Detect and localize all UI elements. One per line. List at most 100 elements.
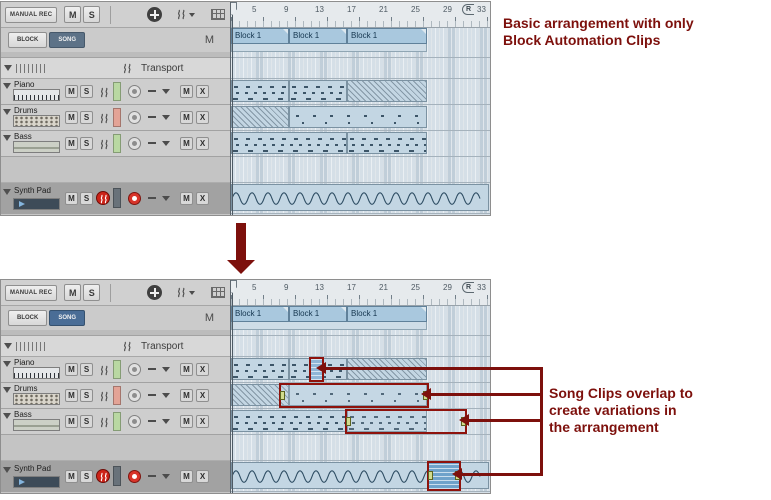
automation-clip[interactable] — [347, 80, 427, 102]
lane-mute-button[interactable]: M — [180, 85, 193, 98]
collapse-arrow-icon[interactable] — [3, 189, 11, 195]
drums-lane[interactable] — [231, 105, 490, 131]
master-solo-button[interactable]: S — [83, 284, 101, 301]
collapse-arrow-icon[interactable] — [3, 135, 11, 141]
record-arm-button[interactable] — [128, 192, 141, 205]
song-clip-drums[interactable] — [279, 383, 429, 408]
automation-clip[interactable] — [231, 410, 347, 432]
block-clip[interactable]: Block 1 — [347, 28, 427, 44]
track-row-piano[interactable]: Piano M S M X — [1, 357, 230, 383]
track-solo-button[interactable]: S — [80, 363, 93, 376]
lane-mute-button[interactable]: M — [180, 389, 193, 402]
master-solo-button[interactable]: S — [83, 6, 101, 23]
automation-tool-icon[interactable] — [176, 287, 196, 299]
track-mute-button[interactable]: M — [65, 389, 78, 402]
lane-delete-button[interactable]: X — [196, 389, 209, 402]
add-track-icon[interactable] — [147, 7, 163, 22]
clip-resize-handle[interactable] — [346, 416, 351, 426]
track-row-synth-pad[interactable]: Synth Pad M S M X — [1, 461, 230, 492]
lane-delete-button[interactable]: X — [196, 415, 209, 428]
collapse-arrow-icon[interactable] — [3, 467, 11, 473]
automation-clip[interactable] — [347, 132, 427, 154]
track-solo-button[interactable]: S — [80, 111, 93, 124]
automation-clip[interactable] — [289, 106, 427, 128]
manual-rec-button[interactable]: MANUAL REC — [5, 6, 58, 23]
record-arm-button[interactable] — [128, 85, 141, 98]
record-arm-button[interactable] — [128, 389, 141, 402]
blocks-lane[interactable]: Block 1 Block 1 Block 1 — [231, 28, 490, 58]
block-mode-button[interactable]: BLOCK — [8, 32, 48, 48]
collapse-arrow-icon[interactable] — [4, 343, 12, 349]
lane-mute-button[interactable]: M — [180, 192, 193, 205]
collapse-arrow-icon[interactable] — [3, 83, 11, 89]
record-arm-button[interactable] — [128, 470, 141, 483]
piano-lane[interactable] — [231, 79, 490, 105]
chevron-down-icon[interactable] — [162, 393, 170, 398]
timeline-ruler[interactable]: 5 9 13 17 21 25 29 33 R — [231, 280, 490, 306]
track-mute-button[interactable]: M — [65, 137, 78, 150]
collapse-arrow-icon[interactable] — [3, 109, 11, 115]
empty-lane[interactable] — [231, 435, 490, 461]
track-mute-button[interactable]: M — [65, 85, 78, 98]
collapse-arrow-icon[interactable] — [3, 361, 11, 367]
track-mute-button[interactable]: M — [65, 470, 78, 483]
block-clip[interactable]: Block 1 — [231, 306, 289, 322]
bass-lane[interactable] — [231, 131, 490, 157]
arrangement-timeline[interactable]: 5 9 13 17 21 25 29 33 R Block 1 Block 1 … — [230, 2, 490, 215]
chevron-down-icon[interactable] — [162, 89, 170, 94]
lane-delete-button[interactable]: X — [196, 192, 209, 205]
bass-lane[interactable] — [231, 409, 490, 435]
grid-view-icon[interactable] — [211, 9, 226, 20]
automation-clip[interactable] — [289, 80, 347, 102]
track-solo-button[interactable]: S — [80, 470, 93, 483]
track-mute-button[interactable]: M — [65, 363, 78, 376]
collapse-arrow-icon[interactable] — [4, 65, 12, 71]
chevron-down-icon[interactable] — [162, 115, 170, 120]
block-clip[interactable]: Block 1 — [347, 306, 427, 322]
track-row-piano[interactable]: Piano M S M X — [1, 79, 230, 105]
lane-mute-button[interactable]: M — [180, 415, 193, 428]
lane-delete-button[interactable]: X — [196, 137, 209, 150]
timeline-ruler[interactable]: 5 9 13 17 21 25 29 33 R — [231, 2, 490, 28]
empty-lane[interactable] — [231, 157, 490, 183]
clip-resize-handle[interactable] — [428, 471, 433, 480]
lane-delete-button[interactable]: X — [196, 85, 209, 98]
transport-track-row[interactable]: Transport — [1, 336, 230, 357]
lane-delete-button[interactable]: X — [196, 111, 209, 124]
track-solo-button[interactable]: S — [80, 192, 93, 205]
record-arm-button[interactable] — [128, 137, 141, 150]
master-mute-button[interactable]: M — [64, 284, 82, 301]
block-clip[interactable]: Block 1 — [289, 28, 347, 44]
collapse-arrow-icon[interactable] — [3, 387, 11, 393]
lane-mute-button[interactable]: M — [180, 111, 193, 124]
track-solo-button[interactable]: S — [80, 85, 93, 98]
loop-end-marker[interactable]: R — [462, 282, 474, 293]
automation-clip[interactable] — [347, 410, 427, 432]
collapse-arrow-icon[interactable] — [3, 413, 11, 419]
record-arm-button[interactable] — [128, 111, 141, 124]
automation-clip[interactable] — [231, 358, 289, 380]
record-automation-badge[interactable] — [96, 469, 110, 483]
track-mute-button[interactable]: M — [65, 415, 78, 428]
record-automation-badge[interactable] — [96, 191, 110, 205]
lane-mute-button[interactable]: M — [180, 470, 193, 483]
track-solo-button[interactable]: S — [80, 415, 93, 428]
add-track-icon[interactable] — [147, 285, 163, 300]
lane-delete-button[interactable]: X — [196, 470, 209, 483]
track-solo-button[interactable]: S — [80, 137, 93, 150]
piano-lane[interactable] — [231, 357, 490, 383]
automation-tool-icon[interactable] — [176, 9, 196, 21]
clip-resize-handle[interactable] — [280, 390, 285, 400]
block-clip[interactable]: Block 1 — [289, 306, 347, 322]
manual-rec-button[interactable]: MANUAL REC — [5, 284, 58, 301]
song-mode-button[interactable]: SONG — [49, 310, 86, 326]
track-row-synth-pad[interactable]: Synth Pad M S M X — [1, 183, 230, 214]
block-mode-button[interactable]: BLOCK — [8, 310, 48, 326]
song-mode-button[interactable]: SONG — [49, 32, 86, 48]
grid-view-icon[interactable] — [211, 287, 226, 298]
lane-mute-button[interactable]: M — [180, 363, 193, 376]
track-mute-button[interactable]: M — [65, 192, 78, 205]
record-arm-button[interactable] — [128, 415, 141, 428]
chevron-down-icon[interactable] — [162, 419, 170, 424]
track-mute-button[interactable]: M — [65, 111, 78, 124]
